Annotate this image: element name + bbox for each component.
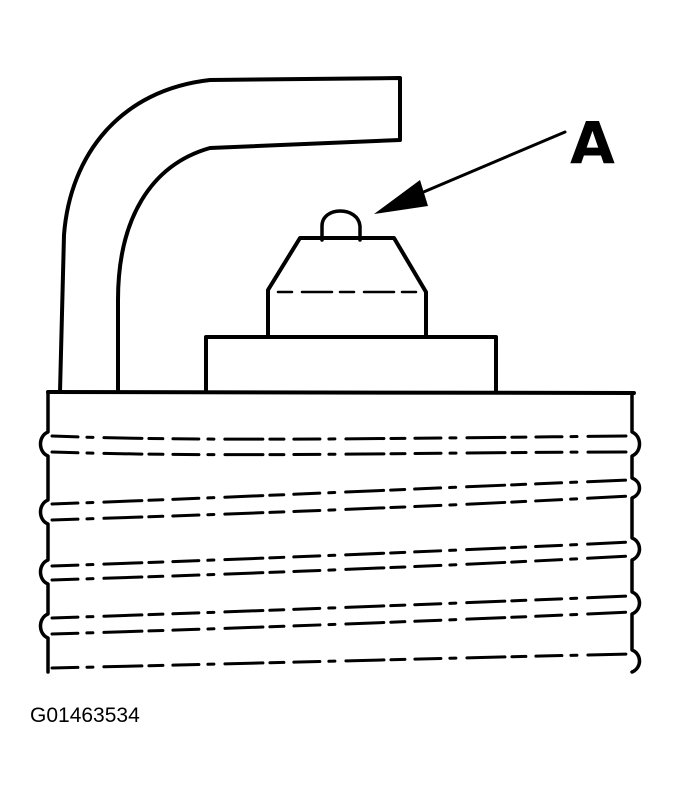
shell-top-edge <box>46 390 636 395</box>
center-electrode-tip <box>320 209 362 242</box>
threaded-shell <box>38 390 642 674</box>
insulator-nose <box>266 236 428 338</box>
figure-id: G01463534 <box>30 704 140 727</box>
callout-label: A <box>570 109 615 177</box>
thread-lines <box>50 434 632 670</box>
callout-arrow-line <box>398 130 567 204</box>
callout-arrowhead <box>374 180 428 214</box>
insulator-shoulder <box>204 335 498 394</box>
ground-electrode <box>58 76 402 394</box>
